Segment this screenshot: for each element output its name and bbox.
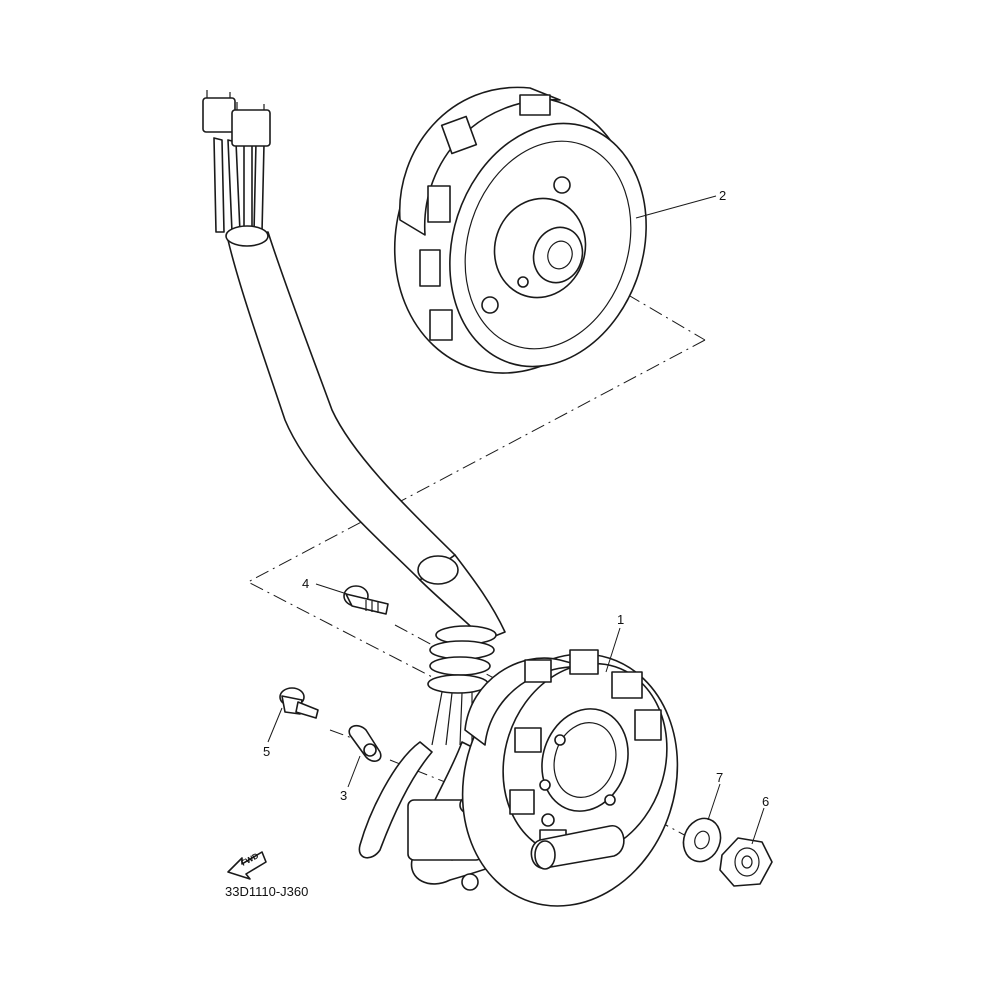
leader-lines (267, 195, 765, 845)
callout-3: 3 (340, 788, 347, 803)
callout-4: 4 (302, 576, 309, 591)
rotor-magnet-slot (427, 185, 451, 223)
callout-5: 5 (263, 744, 270, 759)
rotor-magnet-slot (419, 249, 441, 287)
rotor-magnet-slot (440, 115, 478, 155)
grommet-lower (427, 674, 489, 694)
callout-2: 2 (719, 188, 726, 203)
connector-right (231, 109, 271, 147)
screw[interactable] (279, 687, 319, 719)
callout-6: 6 (762, 794, 769, 809)
callout-1: 1 (617, 612, 624, 627)
callout-7: 7 (716, 770, 723, 785)
forward-arrow-icon: FWD (227, 851, 267, 880)
diagram-code: 33D1110-J360 (225, 884, 308, 899)
rotor-magnet-slot (519, 94, 551, 116)
nut[interactable] (719, 837, 773, 887)
washer[interactable] (678, 813, 727, 867)
rotor-magnet-slot (429, 309, 453, 341)
rotor-flywheel[interactable] (360, 65, 677, 404)
wire-harness[interactable] (202, 90, 613, 891)
clamp[interactable] (348, 724, 382, 762)
connector-left (202, 97, 236, 133)
stator-assembly[interactable] (431, 626, 710, 934)
bolt-stator[interactable] (343, 585, 389, 615)
